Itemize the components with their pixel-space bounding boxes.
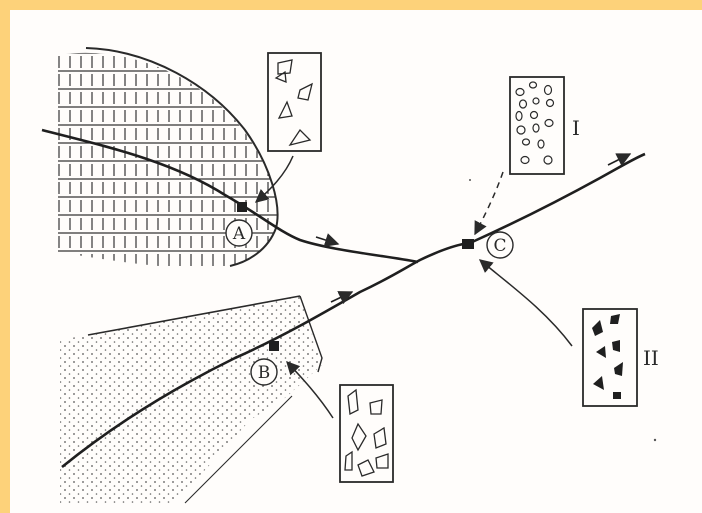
diagram-frame: A B C [10, 10, 702, 513]
sample-box-II [583, 309, 637, 406]
point-label-A: A [226, 220, 252, 246]
roman-label-II: II [643, 346, 659, 370]
svg-text:A: A [232, 224, 246, 244]
flow-arrows [316, 154, 630, 302]
roman-label-I: I [572, 116, 580, 140]
sample-box-I [510, 77, 564, 174]
svg-text:B: B [258, 363, 271, 383]
geology-diagram: A B C [10, 10, 702, 513]
svg-text:C: C [493, 236, 506, 256]
point-label-C: C [487, 232, 513, 258]
sandstone-outcrop [60, 296, 322, 505]
sample-box-A [268, 53, 321, 151]
sample-box-B [340, 385, 393, 482]
speckle [469, 179, 471, 181]
speckle [654, 439, 656, 441]
point-label-B: B [251, 359, 277, 385]
